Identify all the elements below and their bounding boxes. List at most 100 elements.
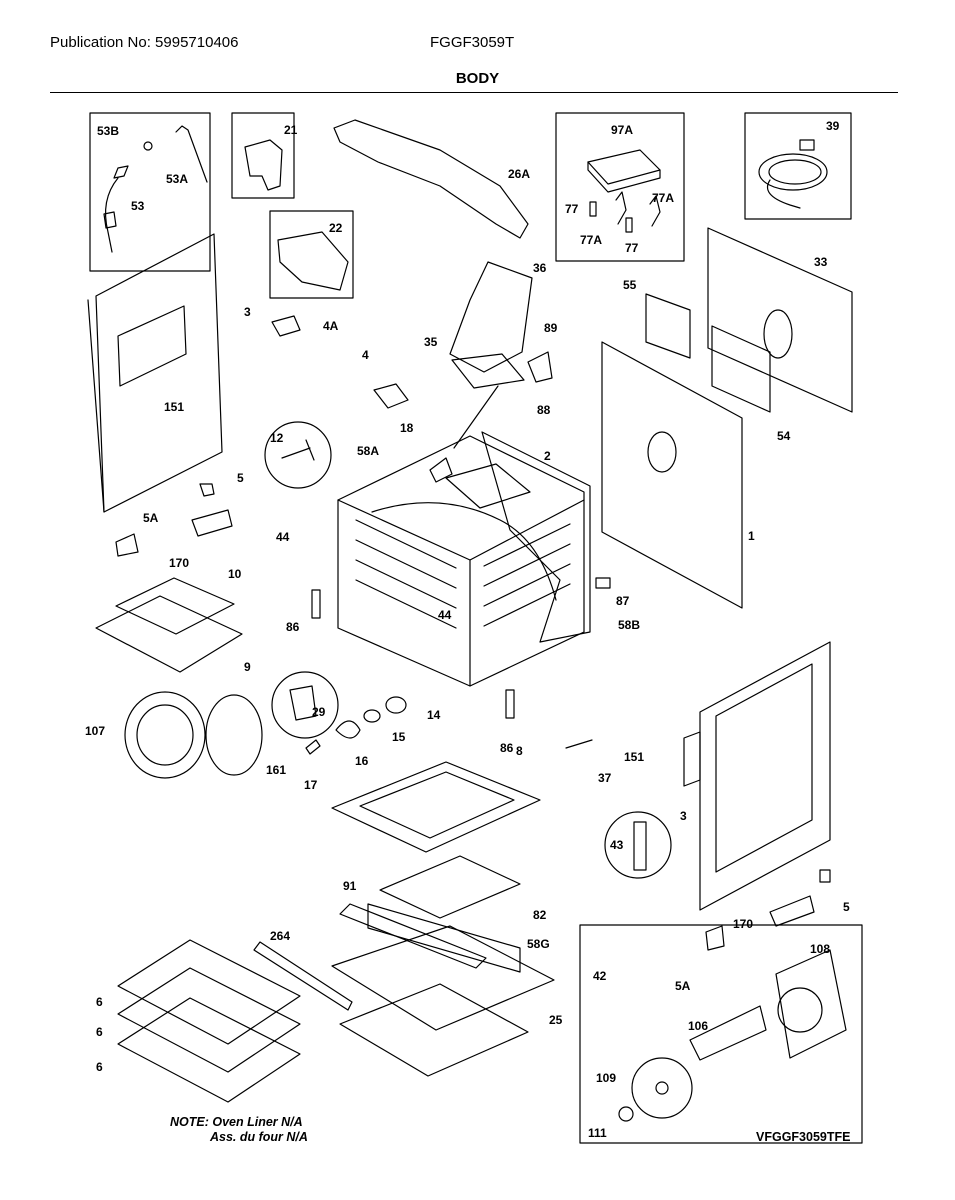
part-label-12: 12 xyxy=(270,431,284,445)
part-4 xyxy=(373,383,409,409)
part-label-58a: 58A xyxy=(357,444,379,458)
vent-duct-parts xyxy=(449,261,553,449)
part-label-54: 54 xyxy=(777,429,791,443)
part-5-left xyxy=(199,483,215,497)
part-label-21: 21 xyxy=(284,123,298,137)
part-label-77a: 77 xyxy=(565,202,579,216)
part-label-53: 53 xyxy=(131,199,145,213)
part-label-18: 18 xyxy=(400,421,414,435)
part-label-109: 109 xyxy=(596,1071,616,1085)
insulation-58g xyxy=(367,903,521,973)
inset-box-control-board xyxy=(555,112,685,262)
part-43-callout xyxy=(604,811,672,879)
figure-code: VFGGF3059TFE xyxy=(756,1130,851,1144)
part-label-91: 91 xyxy=(343,879,357,893)
part-label-88: 88 xyxy=(537,403,551,417)
part-label-107: 107 xyxy=(85,724,105,738)
part-label-33: 33 xyxy=(814,255,828,269)
part-label-37: 37 xyxy=(598,771,612,785)
part-label-26a: 26A xyxy=(508,167,530,181)
gasket-161 xyxy=(205,694,263,776)
part-label-10: 10 xyxy=(228,567,242,581)
part-5a-left xyxy=(115,533,139,557)
part-label-82: 82 xyxy=(533,908,547,922)
rack-6-middle xyxy=(117,967,301,1073)
drawer-42 xyxy=(331,925,555,1031)
part-label-5a: 5 xyxy=(237,471,244,485)
part-54 xyxy=(711,325,771,413)
inset-box-21 xyxy=(231,112,295,199)
part-label-25: 25 xyxy=(549,1013,563,1027)
part-label-170b: 170 xyxy=(733,917,753,931)
lens-16 xyxy=(335,720,361,739)
inset-box-convection-fan xyxy=(579,924,863,1144)
heat-shield-82 xyxy=(379,855,521,919)
part-12-igniter xyxy=(281,439,315,461)
part-87 xyxy=(595,577,611,589)
rack-6-bottom xyxy=(117,997,301,1103)
part-label-86a: 86 xyxy=(286,620,300,634)
part-26a-brace xyxy=(333,119,529,239)
part-label-170a: 170 xyxy=(169,556,189,570)
sensor-parts xyxy=(103,125,208,253)
back-panel-vent xyxy=(763,309,793,359)
part-21 xyxy=(244,139,283,191)
rear-frame-1 xyxy=(601,341,743,609)
note-line-2: Ass. du four N/A xyxy=(210,1130,308,1144)
part-264 xyxy=(253,941,353,1011)
part-label-53a: 53A xyxy=(166,172,188,186)
inset-box-22 xyxy=(269,210,354,299)
bracket-2 xyxy=(445,463,531,509)
part-5-right xyxy=(819,869,831,883)
part-label-6c: 6 xyxy=(96,1060,103,1074)
part-55 xyxy=(645,293,691,359)
part-22 xyxy=(277,231,349,291)
part-86-right xyxy=(505,689,515,719)
part-label-77ab: 77A xyxy=(652,191,674,205)
model-number: FGGF3059T xyxy=(430,34,515,51)
inset-box-39 xyxy=(744,112,852,220)
part-label-39: 39 xyxy=(826,119,840,133)
fan-cover-107 xyxy=(124,691,206,779)
part-91 xyxy=(339,903,487,969)
part-label-53b: 53B xyxy=(97,124,119,138)
part-5a-right xyxy=(705,925,725,951)
section-title: BODY xyxy=(455,70,500,87)
part-label-8: 8 xyxy=(516,744,523,758)
panel-25 xyxy=(339,983,529,1077)
part-label-58g: 58G xyxy=(527,937,550,951)
power-cord xyxy=(758,139,828,209)
control-board-parts xyxy=(587,149,661,233)
part-label-6a: 6 xyxy=(96,995,103,1009)
part-label-5aa: 5A xyxy=(143,511,159,525)
part-label-44b: 44 xyxy=(438,608,452,622)
broil-pan-insert-10 xyxy=(115,577,235,635)
part-label-43: 43 xyxy=(610,838,624,852)
part-label-5b: 5 xyxy=(843,900,850,914)
part-4a xyxy=(271,315,301,337)
bulb-15 xyxy=(363,709,381,723)
part-37 xyxy=(565,739,593,749)
inset-box-sensor xyxy=(89,112,211,272)
part-label-2: 2 xyxy=(544,449,551,463)
part-170-right xyxy=(769,895,815,927)
insulation-58b xyxy=(481,431,591,643)
oven-bottom-8 xyxy=(331,761,541,853)
part-label-106: 106 xyxy=(688,1019,708,1033)
part-170-left xyxy=(191,509,233,537)
part-label-22: 22 xyxy=(329,221,343,235)
convection-fan-assembly xyxy=(618,949,847,1122)
part-label-151b: 151 xyxy=(624,750,644,764)
part-label-35: 35 xyxy=(424,335,438,349)
oven-cavity xyxy=(337,435,585,687)
lamp-socket-14 xyxy=(385,696,407,714)
part-label-29: 29 xyxy=(312,705,326,719)
part-86-left xyxy=(311,589,321,619)
part-label-15: 15 xyxy=(392,730,406,744)
part-label-14: 14 xyxy=(427,708,441,722)
part-label-42: 42 xyxy=(593,969,607,983)
part-label-111: 111 xyxy=(588,1126,607,1140)
left-side-panel xyxy=(87,233,223,513)
part-label-161: 161 xyxy=(266,763,286,777)
